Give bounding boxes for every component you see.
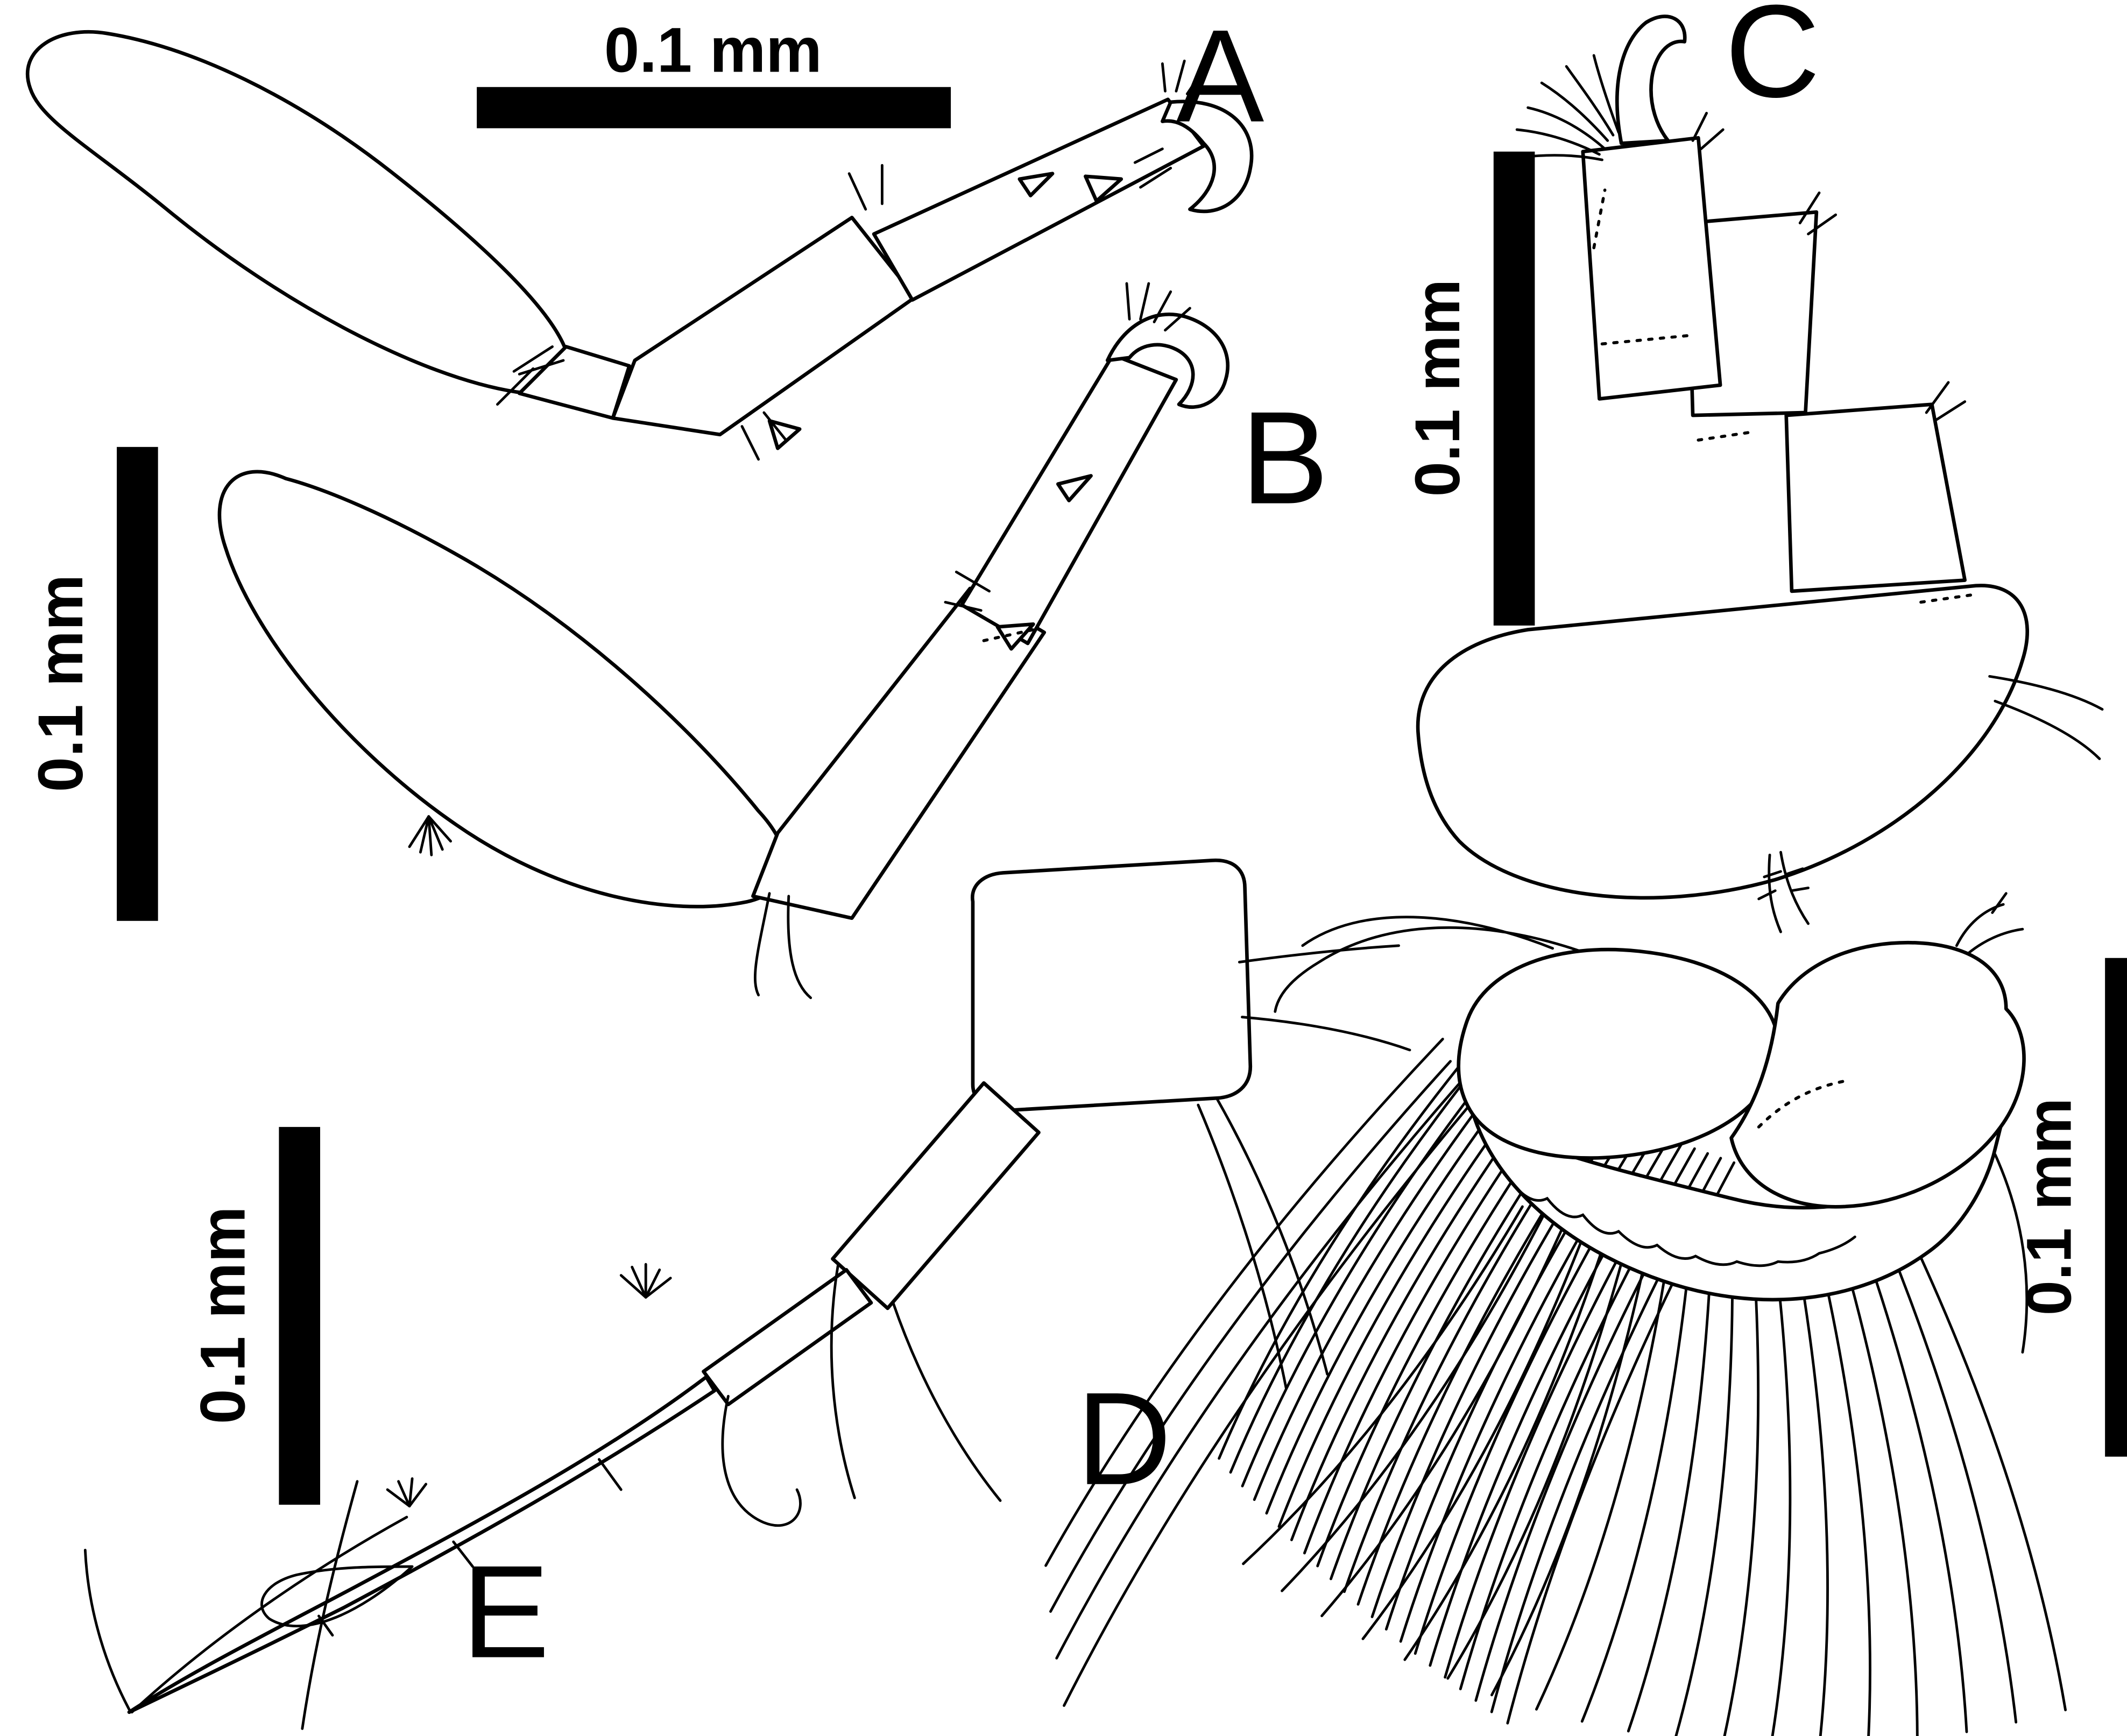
panel-label-a: A bbox=[1176, 2, 1264, 150]
appendage-drawing-e bbox=[127, 859, 1253, 1714]
e-flagellum bbox=[127, 1375, 717, 1714]
panel-d: 0.1 mm D bbox=[1044, 892, 2127, 1736]
e-article-3 bbox=[702, 1268, 873, 1407]
scale-bar-e-label: 0.1 mm bbox=[188, 1206, 258, 1424]
b-spur-2 bbox=[1056, 474, 1093, 502]
appendage-drawing-b bbox=[217, 313, 1229, 920]
c-segment-2 bbox=[1784, 402, 1967, 593]
seta-line bbox=[1044, 1037, 1444, 1567]
e-setae bbox=[83, 944, 1411, 1730]
seta-line bbox=[1535, 1257, 1669, 1711]
seta-line bbox=[1063, 1106, 1469, 1707]
d-scalloped-margin bbox=[1510, 1180, 1856, 1267]
c-propodus bbox=[1581, 136, 1722, 401]
seta-line bbox=[1771, 1264, 1792, 1736]
seta-line bbox=[1403, 1241, 1606, 1661]
a-spur-3 bbox=[1084, 174, 1123, 203]
c-setae bbox=[1515, 54, 2104, 933]
panel-e: 0.1 mm E bbox=[83, 859, 1411, 1730]
b-carpus bbox=[751, 586, 1047, 920]
seta-line bbox=[1911, 1238, 2067, 1712]
scale-bar-a bbox=[477, 87, 951, 129]
seta-line bbox=[1580, 1260, 1691, 1723]
c-dactylus-claw bbox=[1615, 15, 1687, 145]
seta-line bbox=[1253, 1059, 1516, 1501]
b-dactylus-claw bbox=[1105, 313, 1229, 409]
scale-bar-a-label: 0.1 mm bbox=[604, 15, 822, 86]
a-basis bbox=[25, 30, 570, 395]
seta-line bbox=[1049, 1060, 1452, 1613]
scale-bar-b-label: 0.1 mm bbox=[25, 575, 96, 792]
d-lower-plate bbox=[1471, 1111, 2003, 1302]
seta-line bbox=[1797, 1262, 1829, 1736]
panel-c: 0.1 mm C bbox=[1402, 0, 2104, 933]
b-setae bbox=[408, 282, 1191, 1000]
appendage-drawing-c bbox=[1416, 15, 2029, 900]
panel-label-c: C bbox=[1725, 0, 1820, 125]
seta-line bbox=[1281, 1215, 1544, 1592]
b-basis bbox=[217, 470, 787, 909]
d-outer-lobe bbox=[1457, 947, 1780, 1160]
scale-bar-d bbox=[2105, 958, 2127, 1457]
panel-label-d: D bbox=[1076, 1365, 1171, 1512]
seta-line bbox=[1842, 1256, 1919, 1736]
seta-line bbox=[1241, 1052, 1504, 1487]
e-article-2 bbox=[831, 1081, 1041, 1310]
d-setal-fan-lower bbox=[1242, 1205, 2067, 1736]
a-spur-2 bbox=[1017, 172, 1055, 197]
scale-bar-c bbox=[1493, 151, 1535, 626]
a-carpus bbox=[611, 216, 917, 437]
scale-bar-b bbox=[117, 447, 158, 921]
seta-line bbox=[1242, 1205, 1524, 1565]
seta-line bbox=[1229, 1045, 1494, 1474]
d-details bbox=[1274, 892, 2029, 1354]
seta-line bbox=[1674, 1264, 1734, 1736]
seta-line bbox=[1723, 1264, 1760, 1736]
d-setal-fan-left bbox=[1044, 1037, 1469, 1707]
e-article-1 bbox=[971, 859, 1253, 1113]
seta-line bbox=[1446, 1247, 1627, 1680]
scale-bar-c-label: 0.1 mm bbox=[1402, 279, 1473, 497]
seta-line bbox=[1055, 1083, 1460, 1660]
seta-line bbox=[1490, 1253, 1648, 1697]
seta-line bbox=[1265, 1066, 1527, 1515]
b-spur-1 bbox=[995, 622, 1035, 651]
panel-label-e: E bbox=[462, 1538, 550, 1685]
a-propodus bbox=[872, 97, 1206, 302]
c-basis bbox=[1416, 584, 2029, 900]
seta-line bbox=[1361, 1234, 1585, 1640]
scale-bar-d-label: 0.1 mm bbox=[2013, 1098, 2084, 1316]
seta-line bbox=[1627, 1263, 1712, 1733]
appendage-drawing-a bbox=[25, 30, 1254, 450]
seta-line bbox=[1320, 1225, 1565, 1618]
seta-line bbox=[1888, 1245, 2018, 1724]
a-ischium bbox=[517, 345, 631, 420]
seta-line bbox=[1865, 1251, 1968, 1733]
panel-a: 0.1 mm A bbox=[25, 2, 1264, 461]
seta-line bbox=[1820, 1259, 1871, 1736]
d-basal-lobe bbox=[1729, 940, 2026, 1209]
a-setae bbox=[496, 59, 1205, 461]
scale-bar-e bbox=[279, 1126, 320, 1505]
panel-label-b: B bbox=[1241, 384, 1329, 532]
a-dactylus-claw bbox=[1161, 100, 1254, 214]
panel-b: 0.1 mm B bbox=[25, 282, 1329, 1000]
appendage-drawing-d bbox=[1457, 940, 2026, 1302]
